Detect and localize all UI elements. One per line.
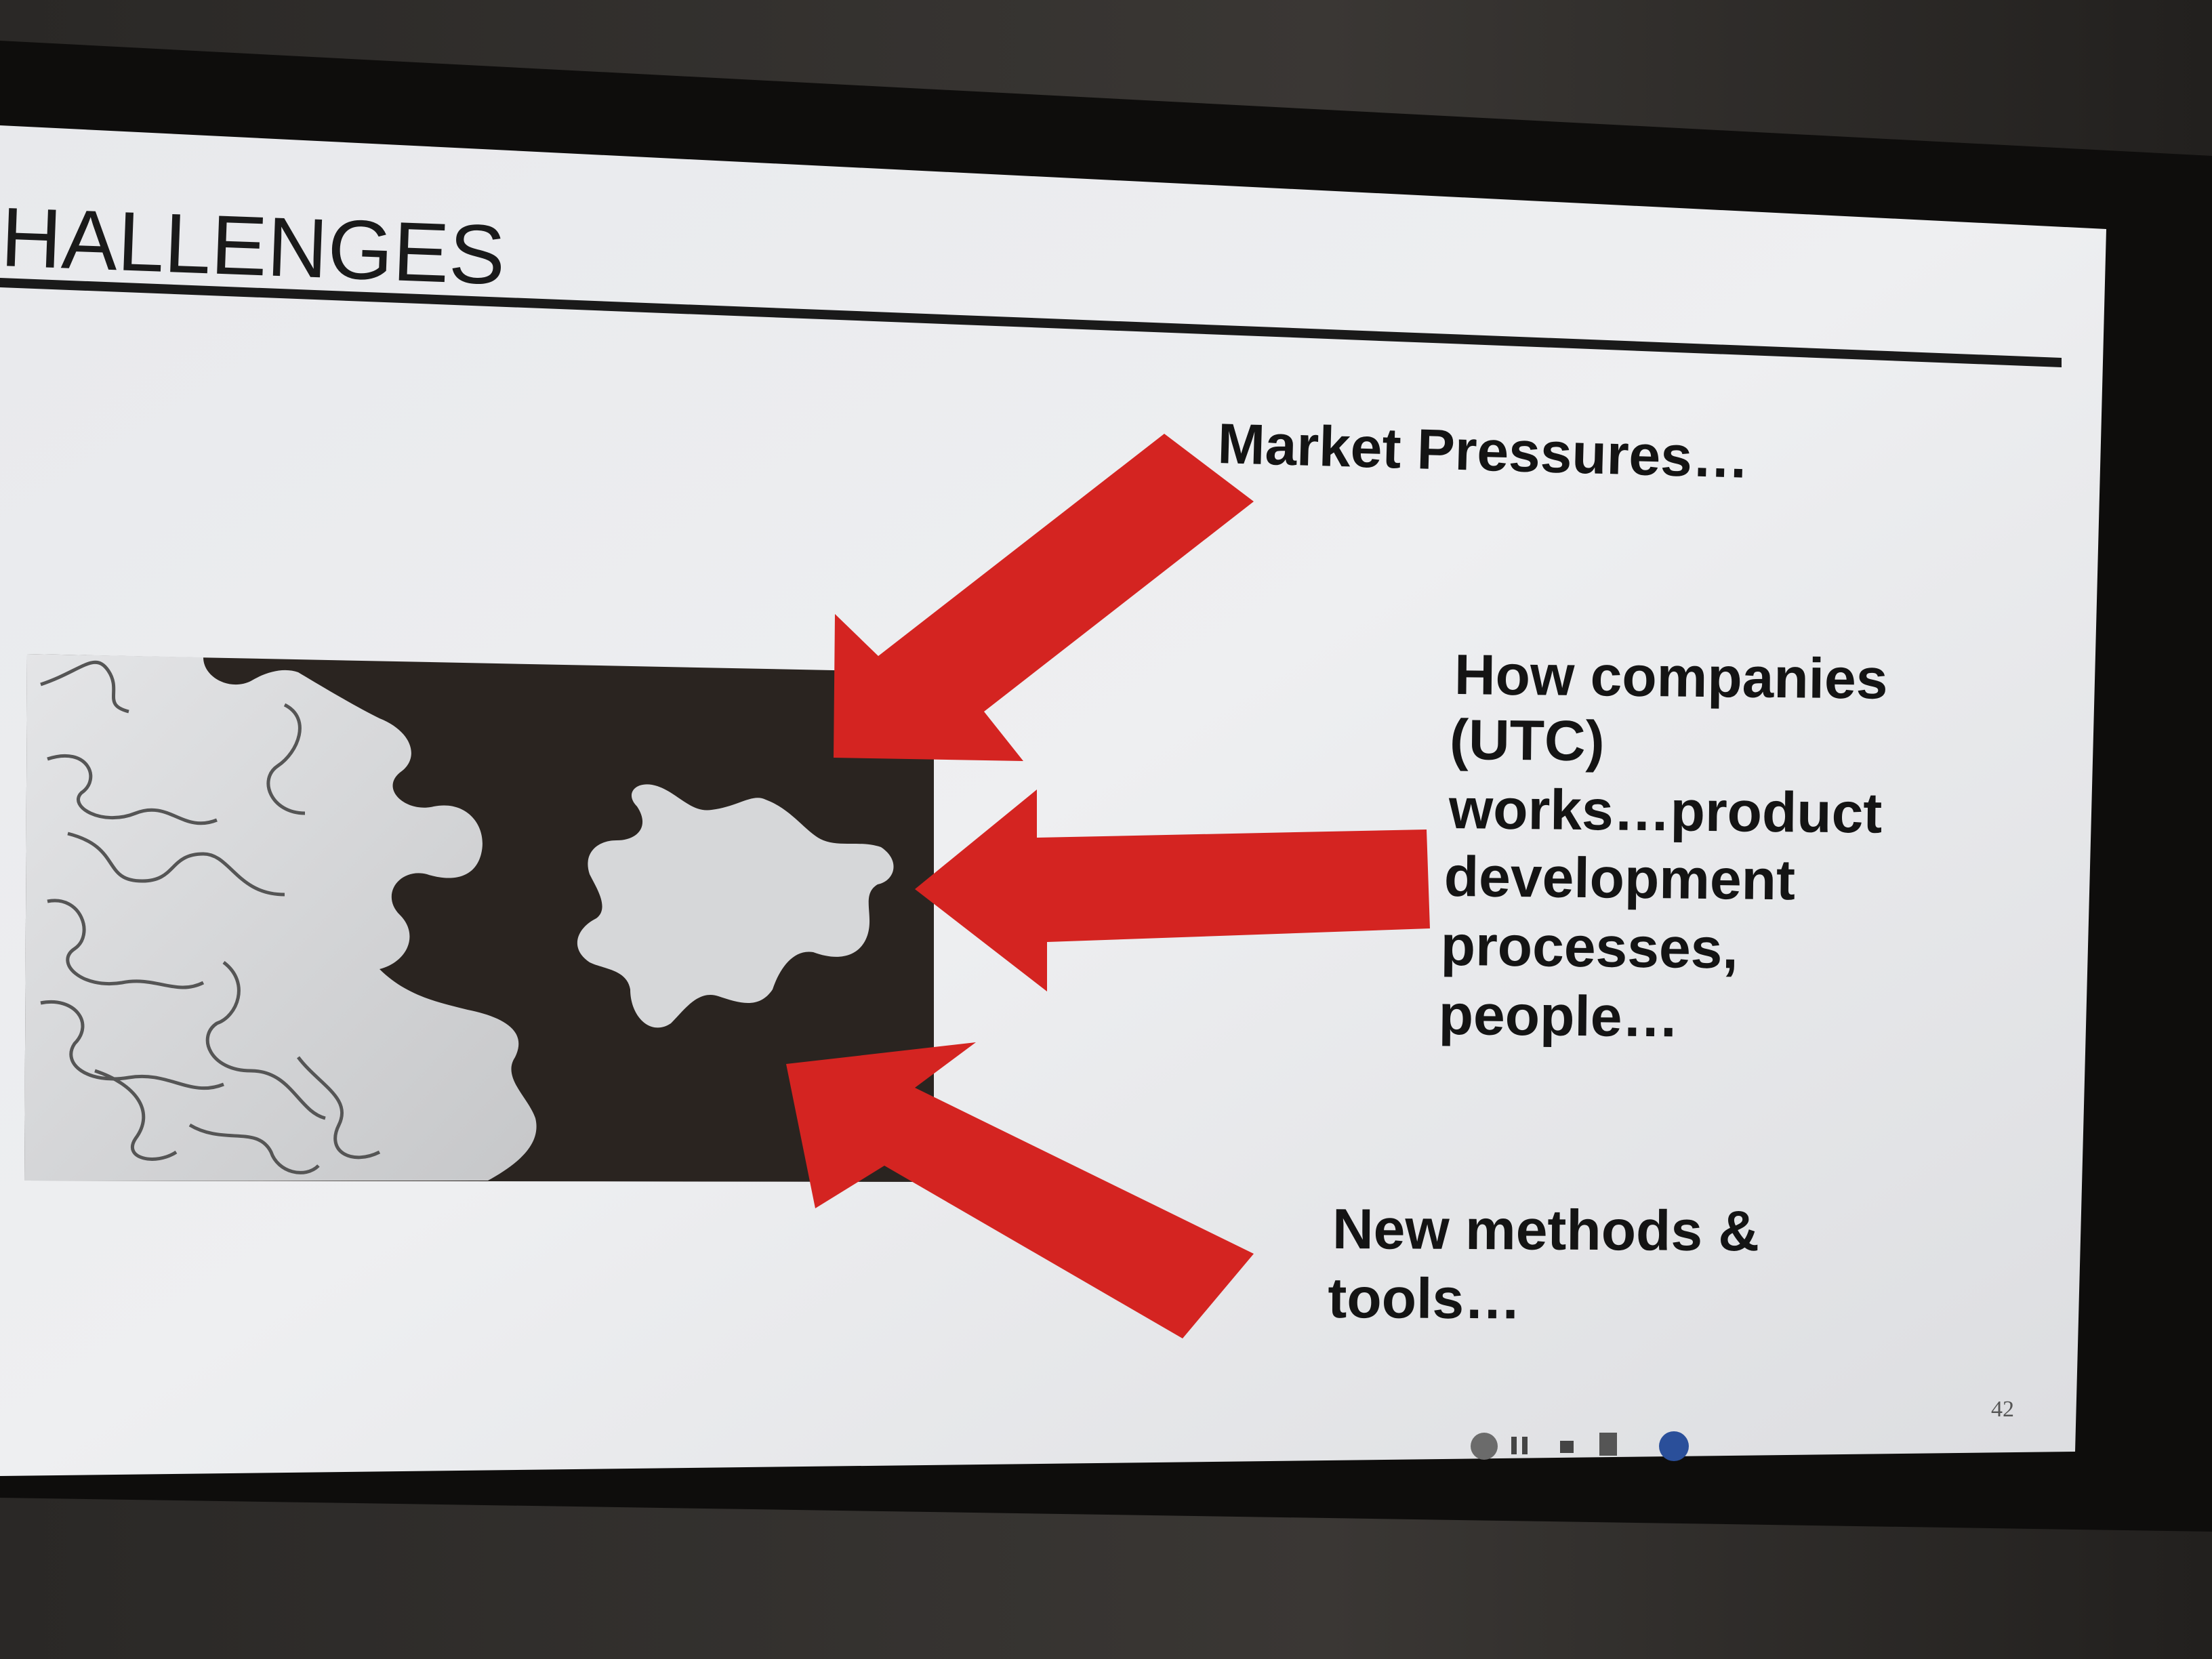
- slide-number: 42: [1991, 1397, 2014, 1422]
- screen-icon[interactable]: [1599, 1433, 1617, 1456]
- callout-new-methods-line-2: tools…: [1328, 1266, 1521, 1330]
- puzzle-outlines: [40, 660, 381, 1174]
- puzzle-pieces-image: [24, 654, 934, 1182]
- callout-how-companies-line-4: development: [1443, 844, 1795, 912]
- slideshow-control-icons[interactable]: [1471, 1431, 1689, 1461]
- callout-how-companies-line-5: processes,: [1440, 914, 1738, 981]
- arrow-how-companies: [915, 790, 1430, 991]
- callout-new-methods: New methods & tools…: [1328, 1197, 1760, 1330]
- callout-how-companies-line-3: works…product: [1448, 777, 1882, 845]
- pause-icon[interactable]: [1511, 1437, 1517, 1454]
- previous-icon[interactable]: [1471, 1433, 1498, 1460]
- callout-how-companies: How companies (UTC) works…product develo…: [1438, 642, 1888, 1049]
- red-arrow-icon-group: [786, 434, 1430, 1338]
- next-icon[interactable]: [1659, 1431, 1689, 1461]
- callout-how-companies-line-2: (UTC): [1450, 708, 1605, 773]
- callout-how-companies-line-1: How companies: [1454, 642, 1888, 711]
- title-rule: [0, 278, 2062, 367]
- callout-how-companies-line-6: people…: [1438, 983, 1679, 1049]
- stop-icon[interactable]: [1560, 1441, 1574, 1453]
- callout-new-methods-line-1: New methods &: [1332, 1197, 1760, 1263]
- slide-title: HALLENGES: [0, 190, 507, 302]
- puzzle-floating-piece: [577, 784, 894, 1028]
- puzzle-light-region: [24, 654, 537, 1181]
- arrow-market-pressures: [834, 434, 1254, 761]
- arrow-new-methods: [786, 1042, 1254, 1338]
- pause-icon-bar-2: [1522, 1437, 1528, 1454]
- callout-market-pressures: Market Pressures…: [1216, 411, 1750, 490]
